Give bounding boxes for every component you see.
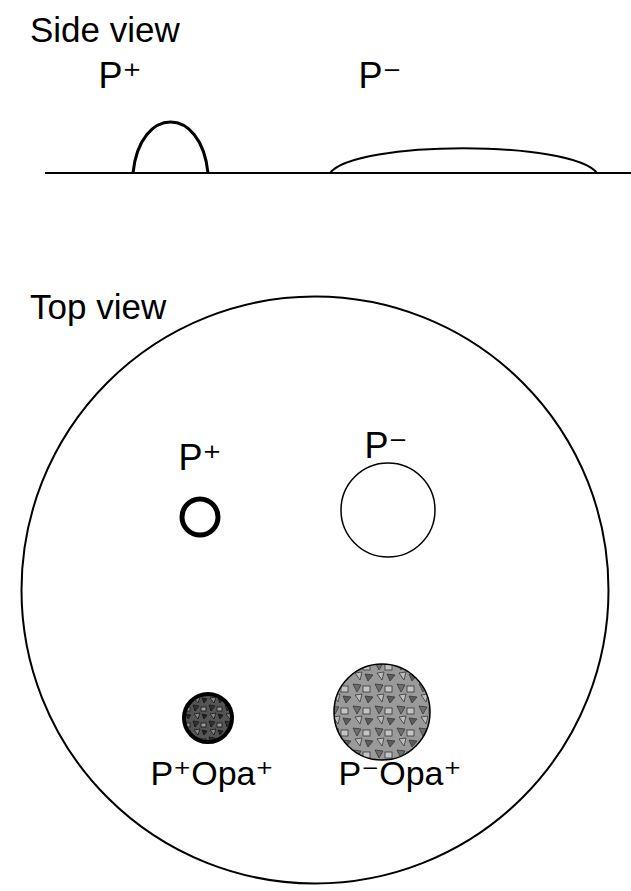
colony xyxy=(184,694,232,742)
colony-label: P⁺ xyxy=(98,58,141,94)
colony-label: P⁻ xyxy=(358,58,401,94)
side-colony xyxy=(330,148,597,173)
colony-label: P⁻ xyxy=(364,428,407,464)
colony xyxy=(334,664,430,760)
colony xyxy=(182,499,218,535)
view-heading: Top view xyxy=(30,289,166,324)
colony-label: P⁻Opa⁺ xyxy=(339,756,462,790)
plate-outline xyxy=(20,295,610,885)
colony-label: P⁺ xyxy=(178,440,221,476)
petri-plate: Top view xyxy=(20,295,610,885)
view-heading: Side view xyxy=(30,12,180,47)
colony xyxy=(341,463,435,557)
colony-label: P⁺Opa⁺ xyxy=(151,756,274,790)
side-colony xyxy=(133,122,208,173)
